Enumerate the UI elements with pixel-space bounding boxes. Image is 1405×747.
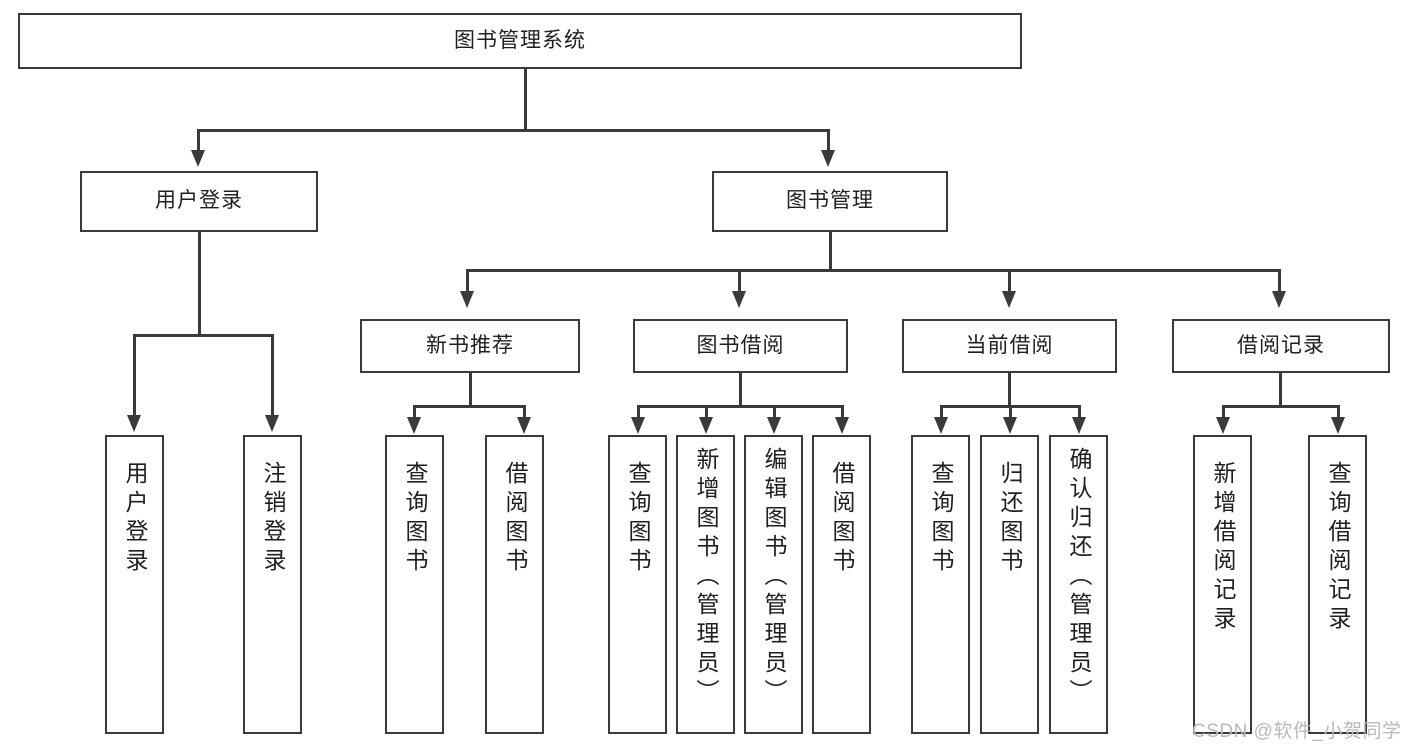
- node-book-borrow[interactable]: 图书借阅: [633, 319, 848, 373]
- connector-book-manage-to-records: [1278, 269, 1281, 292]
- node-label: 用户登录: [122, 461, 148, 577]
- leaf-recommend-borrow-book[interactable]: 借阅图书: [485, 435, 544, 734]
- leaf-borrow-add-book-admin[interactable]: 新增图书（管理员）: [676, 435, 735, 734]
- node-user-login[interactable]: 用户登录: [80, 171, 318, 232]
- connector-book-manage-to-recommend: [466, 269, 469, 292]
- connector-book-manage-to-current: [1008, 269, 1011, 292]
- connector-recommend-leaf-2: [523, 405, 526, 418]
- connector-borrow-stem: [739, 373, 742, 407]
- leaf-user-login-login[interactable]: 用户登录: [105, 435, 164, 734]
- node-label: 归还图书: [997, 461, 1023, 577]
- connector-borrow-leaf-3: [773, 405, 776, 418]
- leaf-records-query-record[interactable]: 查询借阅记录: [1308, 435, 1367, 734]
- node-label: 查询图书: [928, 461, 954, 577]
- node-borrow-records[interactable]: 借阅记录: [1172, 319, 1390, 373]
- connector-records-leaf-2: [1337, 405, 1340, 418]
- arrowhead-borrow-leaf-3: [767, 417, 781, 434]
- arrowhead-borrow-leaf-4: [835, 417, 849, 434]
- arrowhead-book-manage-to-borrow: [732, 291, 746, 308]
- leaf-current-query-book[interactable]: 查询图书: [911, 435, 970, 734]
- node-label: 编辑图书（管理员）: [761, 447, 787, 708]
- node-label: 当前借阅: [965, 333, 1054, 357]
- arrowhead-records-leaf-1: [1216, 417, 1230, 434]
- arrowhead-user-login-leaf-2: [265, 415, 279, 432]
- arrowhead-borrow-leaf-1: [631, 417, 645, 434]
- arrowhead-current-leaf-2: [1003, 417, 1017, 434]
- node-label: 借阅图书: [502, 461, 528, 577]
- leaf-current-return-book[interactable]: 归还图书: [980, 435, 1039, 734]
- arrowhead-root-to-book-manage: [821, 150, 835, 167]
- leaf-borrow-edit-book-admin[interactable]: 编辑图书（管理员）: [744, 435, 803, 734]
- connector-user-login-leaf-2: [271, 334, 274, 416]
- connector-borrow-leaf-2: [705, 405, 708, 418]
- arrowhead-book-manage-to-current: [1002, 291, 1016, 308]
- node-label: 确认归还（管理员）: [1066, 447, 1092, 708]
- node-book-management[interactable]: 图书管理: [712, 171, 948, 232]
- connector-root-to-book-manage: [827, 129, 830, 151]
- node-label: 注销登录: [260, 461, 286, 577]
- connector-records-stem: [1279, 373, 1282, 407]
- node-label: 图书管理: [786, 189, 874, 213]
- node-label: 查询借阅记录: [1325, 461, 1351, 635]
- connector-borrow-bus: [637, 405, 843, 408]
- connector-user-login-leaf-1: [133, 334, 136, 416]
- connector-recommend-bus: [413, 405, 523, 408]
- connector-book-manage-to-borrow: [738, 269, 741, 292]
- leaf-borrow-query-book[interactable]: 查询图书: [608, 435, 667, 734]
- leaf-recommend-query-book[interactable]: 查询图书: [385, 435, 444, 734]
- node-label: 新书推荐: [426, 333, 514, 357]
- connector-borrow-leaf-4: [841, 405, 844, 418]
- connector-user-login-bus: [133, 334, 271, 337]
- leaf-current-confirm-return-admin[interactable]: 确认归还（管理员）: [1049, 435, 1108, 734]
- leaf-user-login-logout[interactable]: 注销登录: [243, 435, 302, 734]
- connector-current-stem: [1008, 373, 1011, 407]
- arrowhead-records-leaf-2: [1331, 417, 1345, 434]
- connector-book-manage-bus: [466, 269, 1280, 272]
- connector-records-bus: [1222, 405, 1337, 408]
- connector-recommend-leaf-1: [413, 405, 416, 418]
- connector-current-leaf-2: [1009, 405, 1012, 418]
- arrowhead-recommend-leaf-2: [517, 417, 531, 434]
- connector-current-leaf-3: [1078, 405, 1081, 418]
- arrowhead-user-login-leaf-1: [127, 415, 141, 432]
- node-current-borrow[interactable]: 当前借阅: [902, 319, 1117, 373]
- connector-book-manage-stem: [829, 232, 832, 271]
- arrowhead-book-manage-to-recommend: [460, 291, 474, 308]
- arrowhead-current-leaf-3: [1072, 417, 1086, 434]
- node-label: 新增图书（管理员）: [693, 447, 719, 708]
- connector-user-login-stem: [198, 232, 201, 335]
- connector-records-leaf-1: [1222, 405, 1225, 418]
- connector-root-to-user-login: [197, 129, 200, 151]
- node-root-system[interactable]: 图书管理系统: [18, 13, 1022, 69]
- arrowhead-root-to-user-login: [191, 150, 205, 167]
- node-label: 查询图书: [402, 461, 428, 577]
- arrowhead-current-leaf-1: [934, 417, 948, 434]
- arrowhead-borrow-leaf-2: [699, 417, 713, 434]
- node-new-book-recommend[interactable]: 新书推荐: [360, 319, 580, 373]
- connector-recommend-stem: [469, 373, 472, 407]
- connector-root-bus: [197, 129, 829, 132]
- node-label: 借阅记录: [1237, 333, 1325, 357]
- node-label: 新增借阅记录: [1210, 461, 1236, 635]
- connector-borrow-leaf-1: [637, 405, 640, 418]
- connector-root-stem: [524, 69, 527, 130]
- connector-current-leaf-1: [940, 405, 943, 418]
- node-label: 图书管理系统: [454, 28, 586, 52]
- arrowhead-recommend-leaf-1: [407, 417, 421, 434]
- leaf-borrow-borrow-book[interactable]: 借阅图书: [812, 435, 871, 734]
- node-label: 查询图书: [625, 461, 651, 577]
- node-label: 借阅图书: [829, 461, 855, 577]
- arrowhead-book-manage-to-records: [1272, 291, 1286, 308]
- node-label: 用户登录: [155, 189, 243, 213]
- node-label: 图书借阅: [696, 333, 785, 357]
- leaf-records-add-record[interactable]: 新增借阅记录: [1193, 435, 1252, 734]
